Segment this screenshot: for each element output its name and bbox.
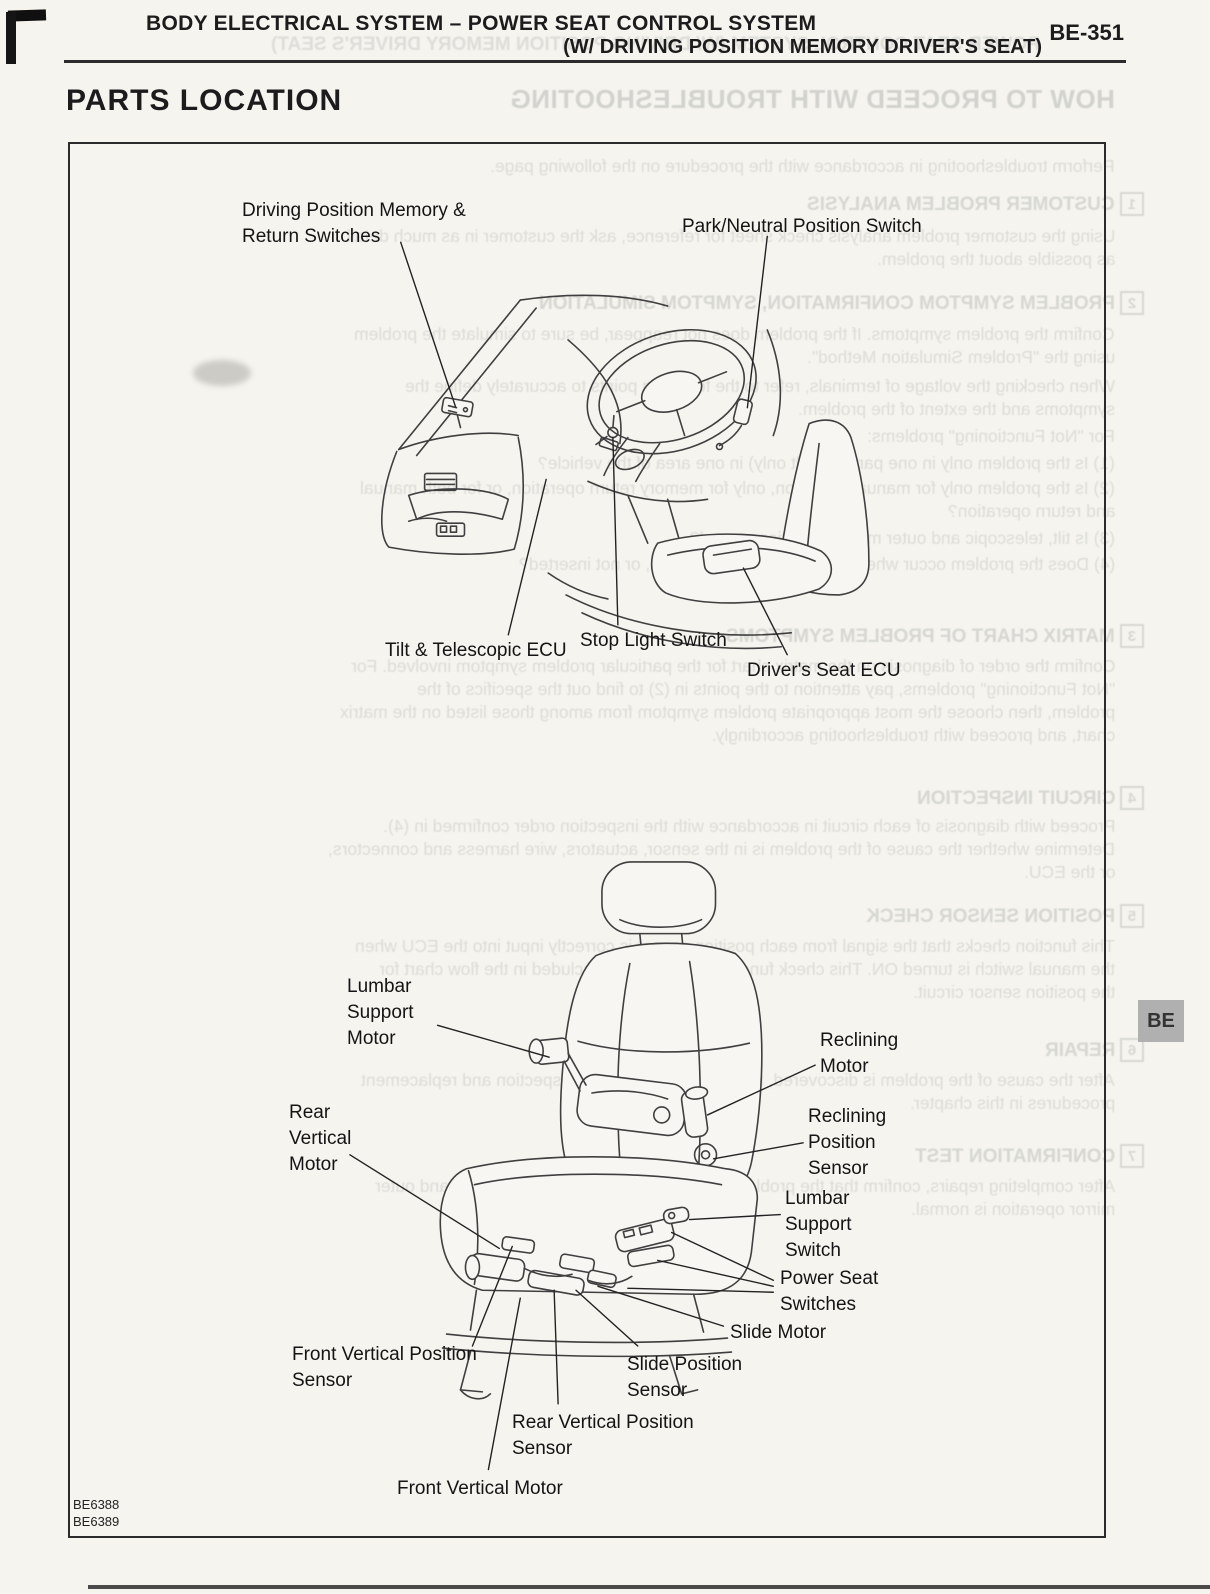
mechanism-cluster bbox=[464, 1236, 633, 1296]
label-reclining-position-sensor: Reclining Position Sensor bbox=[808, 1106, 887, 1179]
slide-position-sensor-part bbox=[558, 1253, 596, 1274]
leader-park-neutral-switch bbox=[746, 235, 768, 409]
section-title: PARTS LOCATION bbox=[66, 84, 343, 117]
leader-stop-light-switch bbox=[612, 436, 619, 626]
driving-position-memory-switches-part bbox=[441, 396, 474, 429]
lumbar-support-motor-part bbox=[528, 1037, 587, 1092]
leader-lines bbox=[349, 235, 816, 1471]
leader-driving-position-memory bbox=[400, 241, 457, 408]
section-edge-tab: BE bbox=[1138, 1000, 1184, 1042]
label-slide-motor: Slide Motor bbox=[730, 1322, 827, 1343]
steering-wheel bbox=[586, 328, 757, 455]
parts-location-figure: Driving Position Memory & Return Switche… bbox=[68, 142, 1106, 1538]
chapter-subtitle: (W/ DRIVING POSITION MEMORY DRIVER'S SEA… bbox=[563, 36, 1042, 58]
label-rear-vertical-position-sensor: Rear Vertical Position Sensor bbox=[512, 1412, 694, 1459]
leader-rear-vertical-motor bbox=[349, 1154, 501, 1250]
leader-tilt-telescopic-ecu bbox=[507, 478, 547, 636]
leader-rear-vertical-position-sensor bbox=[553, 1289, 559, 1405]
leader-reclining-position-sensor bbox=[712, 1142, 804, 1160]
cockpit-sketch bbox=[381, 294, 870, 650]
header-rule bbox=[64, 60, 1126, 63]
label-slide-position-sensor: Slide Position Sensor bbox=[627, 1354, 743, 1401]
a-pillar bbox=[397, 294, 669, 457]
label-power-seat-switches: Power Seat Switches bbox=[780, 1268, 879, 1315]
label-stop-light-switch: Stop Light Switch bbox=[580, 630, 727, 651]
label-rear-vertical-motor: Rear Vertical Motor bbox=[289, 1102, 352, 1175]
front-vertical-position-sensor-part bbox=[501, 1236, 536, 1254]
leader-lumbar-support-motor bbox=[436, 1024, 550, 1058]
door-panel bbox=[381, 432, 524, 555]
dash-lines bbox=[567, 329, 782, 544]
leader-drivers-seat-ecu bbox=[742, 567, 788, 656]
label-lumbar-support-switch: Lumbar Support Switch bbox=[785, 1188, 852, 1261]
seat-sketch bbox=[439, 861, 763, 1400]
leader-power-seat-switches-2 bbox=[657, 1259, 774, 1287]
parts-location-diagram-svg bbox=[349, 235, 870, 1471]
headrest bbox=[601, 861, 717, 955]
label-drivers-seat-ecu: Driver's Seat ECU bbox=[747, 660, 901, 681]
leader-slide-motor bbox=[597, 1285, 725, 1327]
chapter-title: BODY ELECTRICAL SYSTEM – POWER SEAT CONT… bbox=[146, 12, 817, 35]
label-lumbar-support-motor: Lumbar Support Motor bbox=[347, 976, 414, 1049]
drivers-seat-ecu-part bbox=[702, 539, 761, 575]
label-tilt-telescopic-ecu: Tilt & Telescopic ECU bbox=[385, 640, 567, 661]
door-armrest bbox=[407, 488, 510, 537]
page-number: BE-351 bbox=[1049, 20, 1124, 45]
leader-lumbar-support-switch bbox=[688, 1213, 781, 1221]
figure-code: BE6388 bbox=[73, 1497, 120, 1512]
leader-front-vertical-motor bbox=[487, 1297, 521, 1471]
leader-reclining-motor bbox=[706, 1064, 816, 1116]
label-park-neutral-position-switch: Park/Neutral Position Switch bbox=[682, 216, 922, 237]
lumbar-support-switch-part bbox=[662, 1206, 690, 1225]
front-seat-sketch bbox=[650, 419, 870, 604]
leader-power-seat-switches-3 bbox=[627, 1287, 774, 1293]
figure-codes: BE6388 BE6389 bbox=[73, 1496, 119, 1530]
leader-slide-position-sensor bbox=[575, 1289, 639, 1347]
reclining-motor-part bbox=[680, 1086, 709, 1138]
leader-power-seat-switches-1 bbox=[670, 1231, 774, 1281]
figure-code: BE6389 bbox=[73, 1514, 120, 1529]
floor-lines bbox=[547, 572, 793, 650]
leader-front-vertical-position-sensor bbox=[471, 1245, 513, 1347]
label-driving-position-memory-switches: Driving Position Memory & Return Switche… bbox=[242, 200, 466, 247]
label-front-vertical-position-sensor: Front Vertical Position Sensor bbox=[292, 1344, 477, 1391]
label-reclining-motor: Reclining Motor bbox=[820, 1030, 899, 1077]
front-vertical-motor-part bbox=[464, 1252, 526, 1282]
label-front-vertical-motor: Front Vertical Motor bbox=[397, 1478, 563, 1499]
